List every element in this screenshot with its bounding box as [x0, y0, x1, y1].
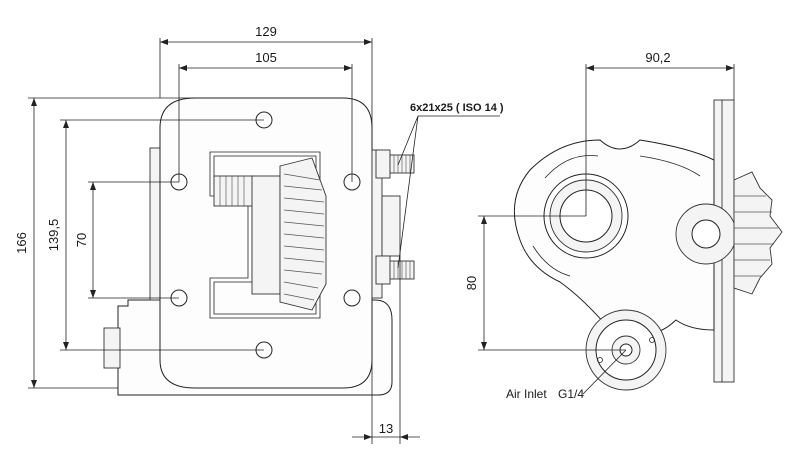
- side-view: [513, 99, 783, 391]
- side-view-dimensions: [478, 64, 735, 395]
- stud-lower: [375, 255, 415, 285]
- front-view: [103, 97, 415, 396]
- air-inlet-thread: G1/4: [558, 387, 584, 401]
- drain-plug: [103, 327, 121, 369]
- dim-bolt-spacing-height: 139,5: [46, 219, 61, 252]
- dim-inlet-offset: 80: [464, 276, 479, 290]
- output-shaft: [213, 175, 255, 207]
- air-inlet-label: Air Inlet: [506, 387, 547, 401]
- dim-overall-height: 166: [14, 232, 29, 254]
- mount-hole-lower-right: [343, 289, 361, 307]
- dim-flange-thickness: 13: [379, 421, 393, 436]
- stud-upper: [375, 149, 415, 179]
- left-flange-edge: [149, 147, 161, 301]
- front-view-dimensions: [28, 38, 500, 444]
- pinion-bore: [691, 219, 721, 249]
- dim-bolt-spacing-width: 105: [255, 50, 277, 65]
- dim-overall-width: 129: [255, 24, 277, 39]
- side-bevel-gear: [733, 171, 783, 295]
- stud-spec-label: 6x21x25 ( ISO 14 ): [410, 102, 504, 114]
- bevel-gear: [279, 157, 327, 311]
- flange-boss: [381, 195, 401, 257]
- dim-side-offset: 90,2: [645, 50, 670, 65]
- dim-inner-height: 70: [74, 233, 89, 247]
- gear-hub: [251, 175, 281, 295]
